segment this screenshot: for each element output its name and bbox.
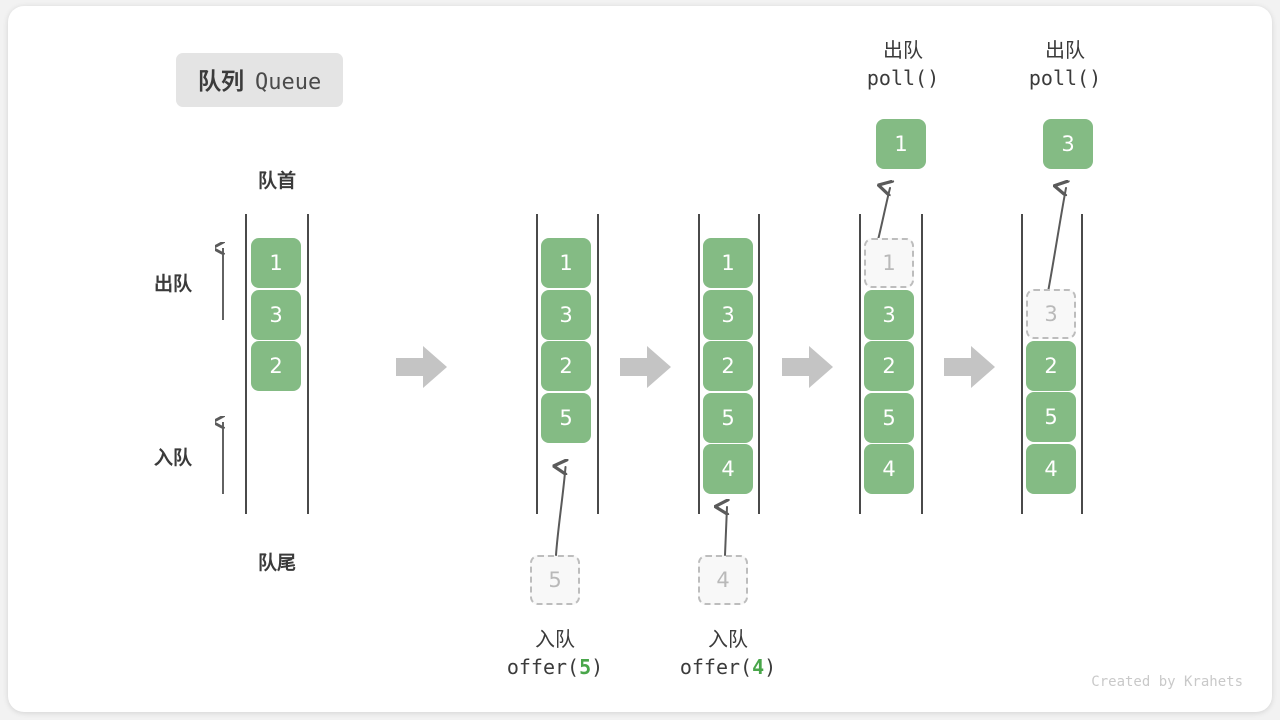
queue-element: 3 bbox=[864, 289, 914, 340]
queue-element: 4 bbox=[864, 444, 914, 494]
queue-element: 1 bbox=[703, 238, 753, 288]
title-cn: 队列 bbox=[198, 69, 244, 95]
stage-transition-arrow-icon bbox=[396, 346, 447, 388]
incoming-ghost-element: 5 bbox=[530, 555, 580, 605]
queue-element: 4 bbox=[703, 444, 753, 494]
operation-cn: 出队 bbox=[883, 38, 923, 62]
title-badge: 队列 Queue bbox=[176, 53, 344, 107]
legend-dequeue-arrow-icon bbox=[215, 242, 231, 320]
operation-label-offer5: 入队 offer(5) bbox=[465, 625, 645, 682]
queue-element: 1 bbox=[541, 238, 591, 288]
stage2-rail-left bbox=[536, 214, 538, 514]
stage-transition-arrow-icon bbox=[944, 346, 995, 388]
outgoing-element: 1 bbox=[876, 119, 926, 169]
queue-element: 4 bbox=[1026, 443, 1076, 494]
operation-code: offer(4) bbox=[679, 655, 777, 680]
queue-element: 2 bbox=[703, 341, 753, 391]
queue-element: 2 bbox=[251, 341, 301, 391]
footer-credit: Created by Krahets bbox=[1091, 674, 1243, 690]
operation-label-offer4: 入队 offer(4) bbox=[638, 625, 818, 682]
queue-element: 5 bbox=[864, 392, 914, 443]
operation-label-poll1: 出队 poll() bbox=[813, 36, 993, 93]
rear-label: 队尾 bbox=[257, 552, 296, 574]
enqueue-motion-arrow-icon bbox=[538, 441, 588, 556]
stage2-items: 1 3 2 5 bbox=[541, 238, 591, 443]
queue-element: 5 bbox=[541, 392, 591, 443]
stage4-rail-left bbox=[859, 214, 861, 514]
queue-element: 3 bbox=[251, 289, 301, 340]
stage-transition-arrow-icon bbox=[782, 346, 833, 388]
queue-element: 2 bbox=[864, 341, 914, 391]
queue-element-ghost: 1 bbox=[864, 238, 914, 288]
title-en: Queue bbox=[255, 70, 322, 95]
operation-code: poll() bbox=[1028, 66, 1102, 91]
incoming-ghost-element: 4 bbox=[698, 555, 748, 605]
stage2-rail-right bbox=[597, 214, 599, 514]
legend-dequeue-label: 出队 bbox=[154, 273, 193, 295]
queue-element: 3 bbox=[703, 289, 753, 340]
queue-element: 5 bbox=[1026, 392, 1076, 442]
queue-element: 2 bbox=[1026, 340, 1076, 391]
queue-element: 3 bbox=[541, 289, 591, 340]
queue-element: 2 bbox=[541, 341, 591, 391]
enqueue-motion-arrow-icon bbox=[706, 493, 746, 556]
stage4-rail-right bbox=[921, 214, 923, 514]
operation-cn: 入队 bbox=[535, 627, 575, 651]
stage3-items: 1 3 2 5 4 bbox=[703, 238, 753, 494]
stage3-rail-left bbox=[698, 214, 700, 514]
stage5-items: 3 2 5 4 bbox=[1026, 289, 1076, 494]
dequeue-motion-arrow-icon bbox=[860, 174, 908, 241]
stage1-rail-left bbox=[245, 214, 247, 514]
dequeue-motion-arrow-icon bbox=[1047, 174, 1078, 293]
stage5-rail-right bbox=[1081, 214, 1083, 514]
outgoing-element: 3 bbox=[1043, 119, 1093, 169]
stage-transition-arrow-icon bbox=[620, 346, 671, 388]
queue-element: 1 bbox=[251, 238, 301, 288]
stage3-rail-right bbox=[758, 214, 760, 514]
queue-element-ghost: 3 bbox=[1026, 289, 1076, 339]
legend-enqueue-arrow-icon bbox=[215, 416, 231, 494]
operation-code: offer(5) bbox=[506, 655, 604, 680]
stage1-items: 1 3 2 bbox=[251, 238, 301, 391]
queue-element: 5 bbox=[703, 392, 753, 443]
operation-label-poll2: 出队 poll() bbox=[975, 36, 1155, 93]
legend-enqueue-label: 入队 bbox=[154, 447, 193, 469]
stage4-items: 1 3 2 5 4 bbox=[864, 238, 914, 494]
operation-cn: 入队 bbox=[708, 627, 748, 651]
operation-cn: 出队 bbox=[1045, 38, 1085, 62]
stage5-rail-left bbox=[1021, 214, 1023, 514]
front-label: 队首 bbox=[257, 170, 296, 192]
stage1-rail-right bbox=[307, 214, 309, 514]
diagram-canvas: 队列 Queue 队首 队尾 出队 入队 1 3 2 1 3 2 5 5 bbox=[8, 6, 1272, 712]
operation-code: poll() bbox=[866, 66, 940, 91]
